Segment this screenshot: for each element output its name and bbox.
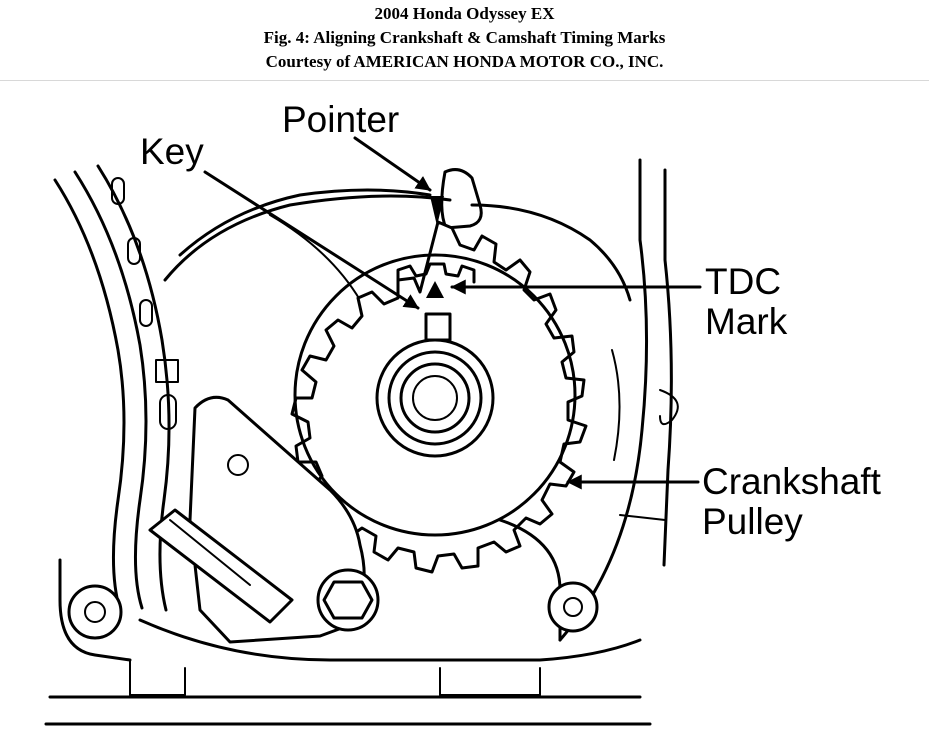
tdc-label-line1: TDC bbox=[705, 261, 781, 302]
page-title: 2004 Honda Odyssey EX bbox=[374, 4, 555, 23]
timing-belt bbox=[53, 164, 179, 612]
pointer-leader bbox=[353, 136, 432, 192]
key-label: Key bbox=[140, 131, 204, 172]
courtesy-line: Courtesy of AMERICAN HONDA MOTOR CO., IN… bbox=[265, 52, 664, 71]
pointer-mark bbox=[430, 196, 444, 226]
timing-diagram-drawing: Pointer Key TDC Mark Crankshaft Pulley bbox=[44, 99, 882, 726]
page-header: 2004 Honda Odyssey EX Fig. 4: Aligning C… bbox=[0, 0, 929, 81]
tensioner-bracket bbox=[148, 395, 380, 644]
tdc-mark-triangle bbox=[426, 281, 444, 298]
crankshaft-label-line2: Pulley bbox=[702, 501, 803, 542]
pointer-label: Pointer bbox=[282, 99, 399, 140]
tdc-label-line2: Mark bbox=[705, 301, 788, 342]
crankshaft-label-line1: Crankshaft bbox=[702, 461, 882, 502]
key-leader bbox=[203, 170, 420, 310]
crankshaft-pulley bbox=[290, 220, 588, 574]
figure-caption: Fig. 4: Aligning Crankshaft & Camshaft T… bbox=[263, 28, 666, 47]
leader-lines bbox=[203, 136, 702, 490]
timing-diagram: Pointer Key TDC Mark Crankshaft Pulley bbox=[0, 81, 929, 744]
crankshaft-key bbox=[424, 312, 452, 342]
engine-block-outline bbox=[558, 158, 679, 642]
lower-block bbox=[44, 518, 652, 726]
